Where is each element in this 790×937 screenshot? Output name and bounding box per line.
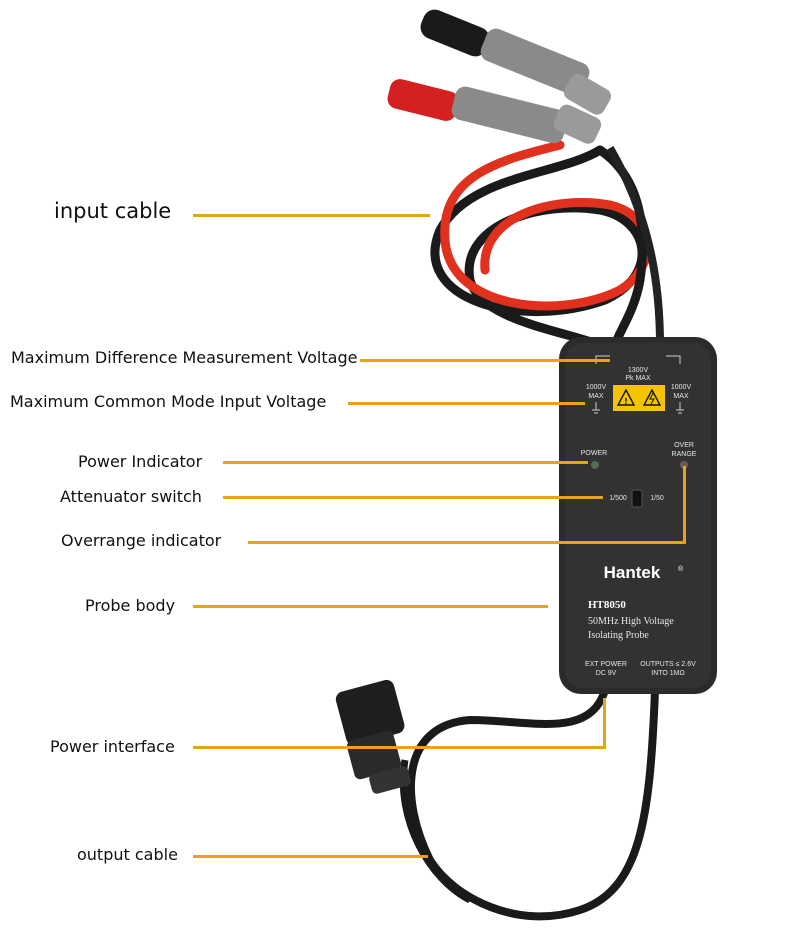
outputs-spec-text: INTO 1MΩ bbox=[651, 670, 685, 677]
leader-probe-body bbox=[193, 605, 548, 608]
power-led bbox=[591, 461, 599, 469]
switch-right-text: 1/50 bbox=[650, 495, 664, 502]
label-probe-body: Probe body bbox=[85, 596, 176, 615]
leader-overrange-vertical bbox=[683, 466, 686, 544]
left-cm-voltage-text: 1000V bbox=[586, 384, 607, 391]
label-attenuator-switch: Attenuator switch bbox=[60, 487, 202, 506]
ext-power-spec-text: DC 9V bbox=[596, 670, 617, 677]
leader-power-interface bbox=[193, 746, 606, 749]
red-lead-probe bbox=[387, 79, 602, 144]
label-output-cable: output cable bbox=[77, 845, 178, 864]
ext-power-text: EXT POWER bbox=[585, 661, 627, 668]
overrange-led bbox=[680, 461, 688, 469]
leader-attenuator bbox=[223, 496, 603, 499]
desc-line2-text: Isolating Probe bbox=[588, 630, 649, 641]
input-cable bbox=[387, 9, 664, 350]
brand-mark-text: ® bbox=[678, 565, 684, 573]
leader-power-indicator bbox=[223, 461, 588, 464]
label-max-diff-voltage: Maximum Difference Measurement Voltage bbox=[11, 348, 358, 367]
right-cm-voltage-text: 1000V bbox=[671, 384, 692, 391]
switch-left-text: 1/500 bbox=[609, 495, 627, 502]
over-label-text: OVER bbox=[674, 442, 694, 449]
diff-voltage-text: 1300V bbox=[628, 367, 649, 374]
diff-voltage-sub-text: Pk MAX bbox=[625, 375, 651, 382]
label-power-interface: Power interface bbox=[50, 737, 175, 756]
attenuator-switch[interactable] bbox=[631, 489, 643, 508]
desc-line1-text: 50MHz High Voltage bbox=[588, 616, 674, 627]
left-cm-max-text: MAX bbox=[588, 393, 604, 400]
right-cm-max-text: MAX bbox=[673, 393, 689, 400]
brand-logo-text: Hantek bbox=[604, 563, 661, 582]
probe-body: 1300V Pk MAX 1000V MAX 1000V MAX ! POWER… bbox=[559, 337, 717, 694]
leader-input-cable bbox=[193, 214, 430, 217]
output-cable bbox=[335, 679, 659, 921]
warning-icon: ! bbox=[613, 385, 665, 411]
outputs-text: OUTPUTS ≤ 2.6V bbox=[640, 661, 696, 668]
leader-output-cable bbox=[193, 855, 428, 858]
label-power-indicator: Power Indicator bbox=[78, 452, 203, 471]
leader-power-interface-vertical bbox=[603, 698, 606, 749]
bnc-connector bbox=[335, 679, 411, 794]
power-label-text: POWER bbox=[581, 450, 607, 457]
leader-overrange bbox=[248, 541, 685, 544]
label-max-common-mode: Maximum Common Mode Input Voltage bbox=[10, 392, 327, 411]
leader-max-diff bbox=[360, 359, 610, 362]
black-lead-probe bbox=[420, 9, 611, 115]
label-overrange-indicator: Overrange indicator bbox=[61, 531, 222, 550]
svg-text:!: ! bbox=[624, 397, 628, 406]
model-text: HT8050 bbox=[588, 599, 626, 611]
label-input-cable: input cable bbox=[54, 199, 172, 223]
range-label-text: RANGE bbox=[672, 451, 697, 458]
leader-max-common bbox=[348, 402, 585, 405]
